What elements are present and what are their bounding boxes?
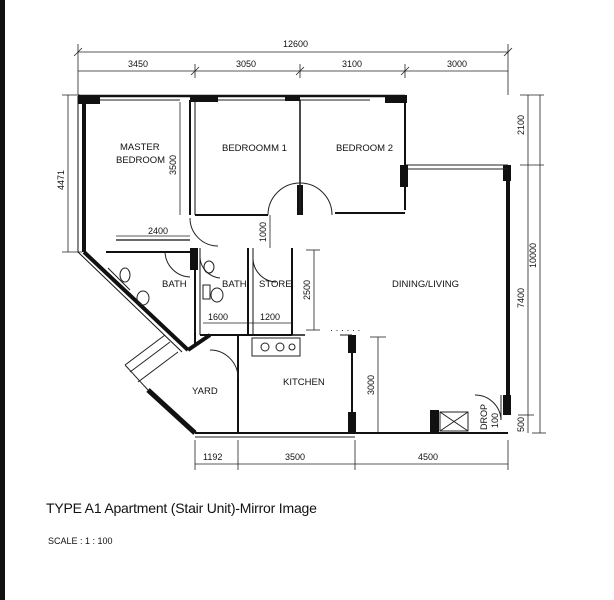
dim-top-1: 3450 (128, 59, 148, 69)
dim-store-width: 1200 (260, 312, 280, 322)
dim-right-bottom: 500 (516, 417, 526, 432)
right-dimensions: 2100 10000 7400 500 (516, 94, 546, 434)
label-bath-left: BATH (162, 279, 187, 290)
label-kitchen: KITCHEN (283, 377, 325, 388)
dim-bottom-2: 3500 (285, 452, 305, 462)
bottom-dimensions: 1192 3500 4500 (194, 440, 509, 470)
label-bedroom-2: BEDROOM 2 (336, 143, 393, 154)
dim-top-2: 3050 (236, 59, 256, 69)
dim-right-top: 2100 (516, 115, 526, 135)
interior-dimensions: 3500 1000 1600 1200 2500 3000 · · · · · … (168, 102, 386, 433)
dim-bath-width: 1600 (208, 312, 228, 322)
label-drop: DROP (479, 404, 489, 430)
dim-store-height: 2500 (302, 280, 312, 300)
label-store: STORE (259, 279, 292, 290)
dim-master-height: 3500 (168, 155, 178, 175)
dim-lobby-height: 1000 (258, 222, 268, 242)
label-drop-value: 100 (490, 413, 500, 428)
dim-lobby-width: 2400 (148, 226, 168, 236)
label-bath-right: BATH (222, 279, 247, 290)
svg-text:· · · · · ·: · · · · · · (330, 325, 361, 335)
doors (164, 182, 502, 421)
label-master-1: MASTER (120, 142, 160, 153)
left-edge-border (0, 0, 5, 600)
label-master-2: BEDROOM (116, 155, 165, 166)
dim-top-4: 3000 (447, 59, 467, 69)
dim-bottom-3: 4500 (418, 452, 438, 462)
dim-right-total: 10000 (528, 243, 538, 268)
plan-title: TYPE A1 Apartment (Stair Unit)-Mirror Im… (46, 500, 317, 516)
dim-kitchen-height: 3000 (366, 375, 376, 395)
dim-living-height: 7400 (516, 288, 526, 308)
fixtures (107, 260, 224, 306)
top-dimensions: 12600 3450 3050 3100 3000 (73, 39, 513, 95)
plan-scale: SCALE : 1 : 100 (48, 536, 113, 546)
dim-top-3: 3100 (342, 59, 362, 69)
dim-overall-width: 12600 (283, 39, 308, 49)
dim-left-height: 4471 (56, 170, 66, 190)
label-yard: YARD (192, 386, 218, 397)
label-dining-living: DINING/LIVING (392, 279, 459, 290)
room-labels: MASTER BEDROOM BEDROOMM 1 BEDROOM 2 BATH… (116, 142, 500, 430)
label-bedroom-1: BEDROOMM 1 (222, 143, 287, 154)
dim-bottom-1: 1192 (203, 452, 222, 462)
